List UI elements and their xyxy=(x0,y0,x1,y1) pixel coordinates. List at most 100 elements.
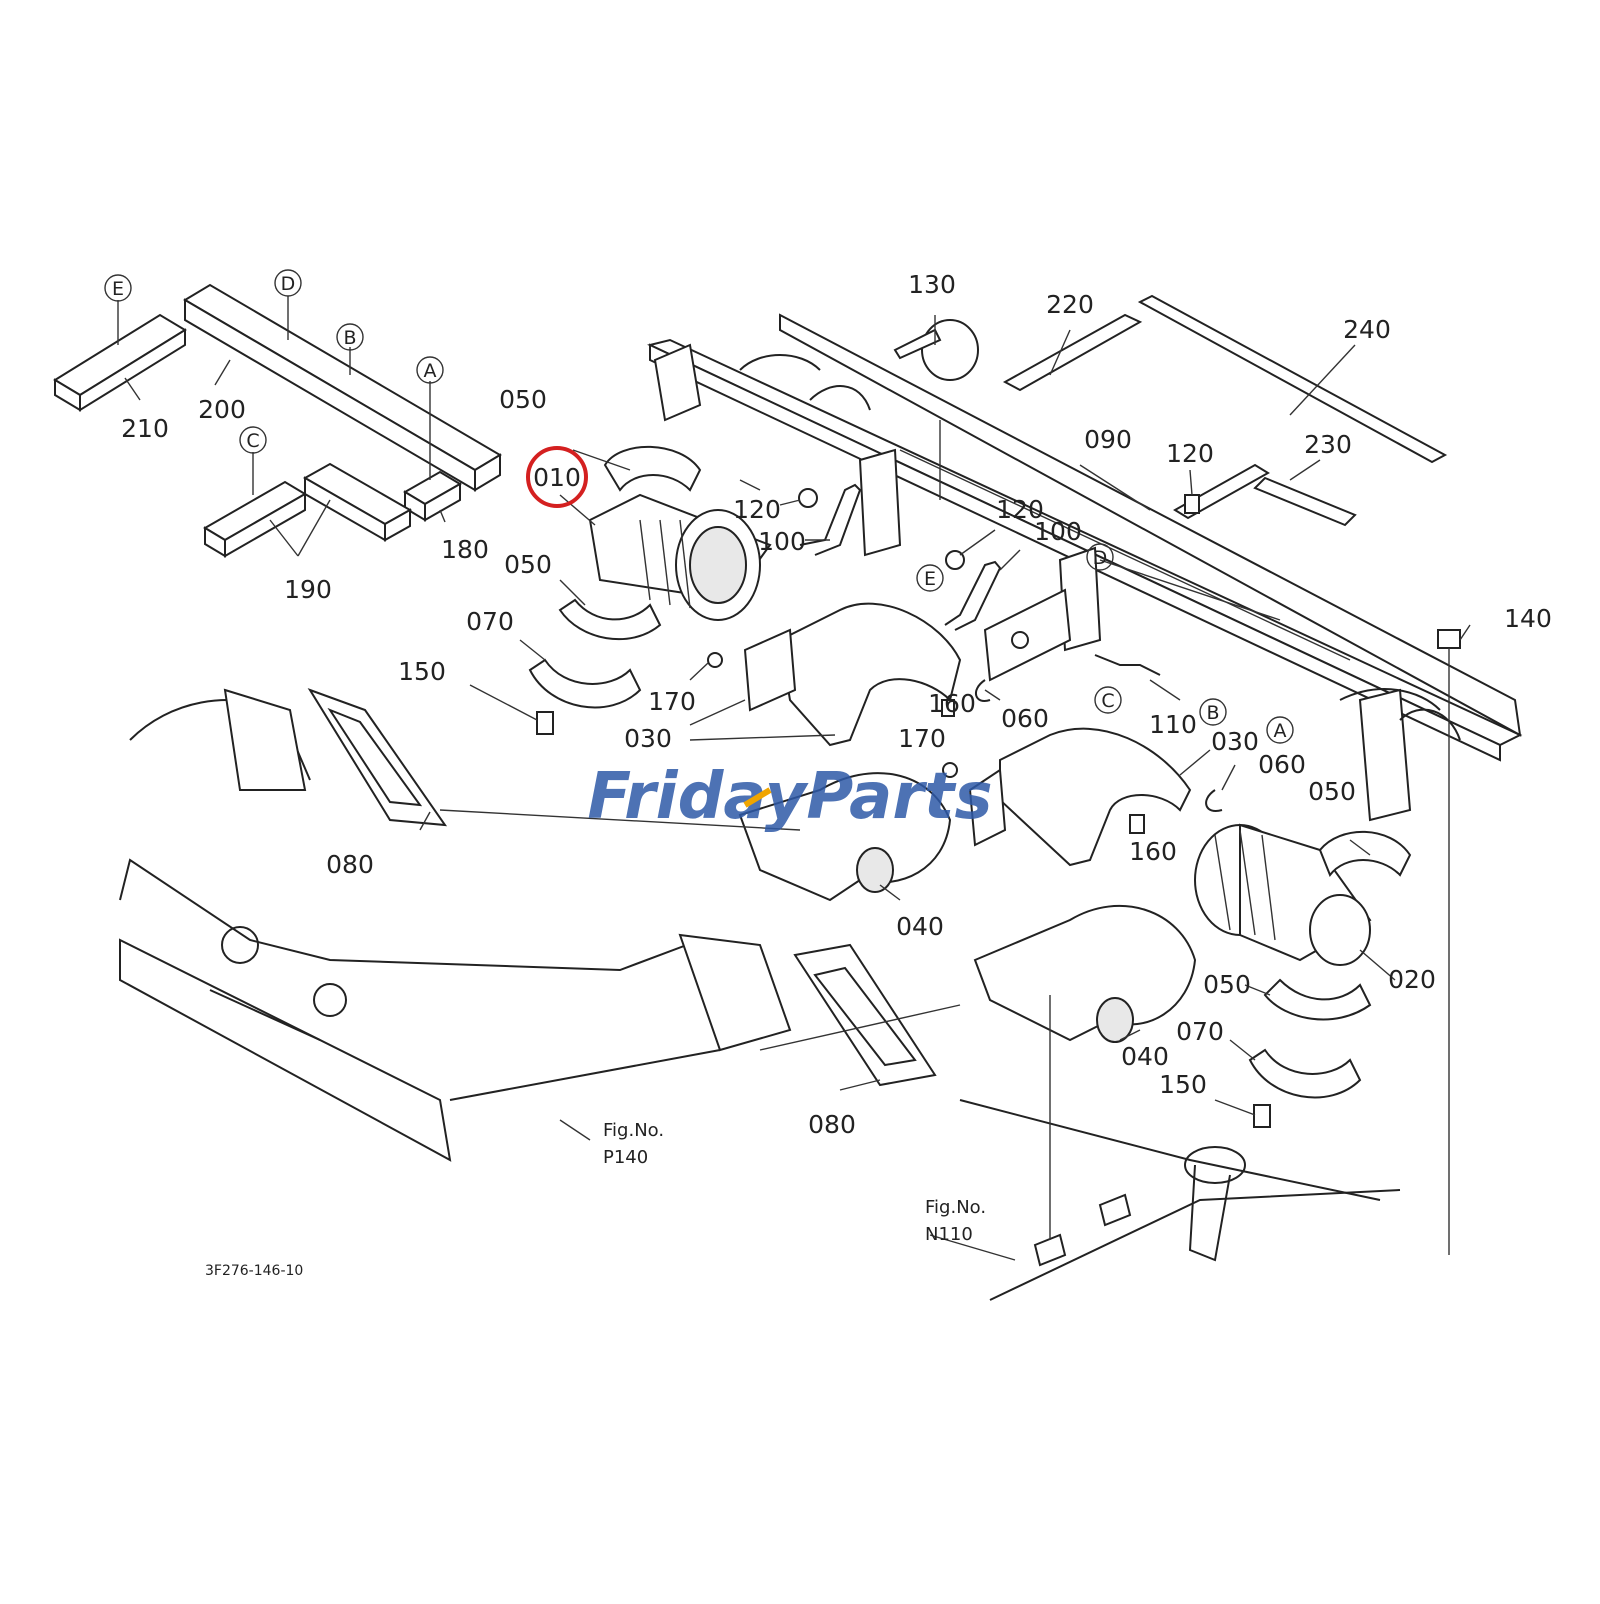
motor-plate xyxy=(983,588,1072,682)
part-number-060: 060 xyxy=(1258,750,1306,779)
part-number-010: 010 xyxy=(533,463,581,492)
clip-120a xyxy=(798,488,818,508)
part-number-050: 050 xyxy=(1308,777,1356,806)
part-number-120: 120 xyxy=(996,495,1044,524)
part-number-050: 050 xyxy=(499,385,547,414)
watermark-logo: FridayParts xyxy=(587,760,992,834)
part-number-060: 060 xyxy=(1001,704,1049,733)
holder-050b xyxy=(558,598,662,641)
callout-c-label: C xyxy=(246,430,259,452)
part-number-160: 160 xyxy=(1129,837,1177,866)
callout-c-1: C xyxy=(239,426,267,454)
callout-c-label: C xyxy=(1101,690,1114,712)
part-number-130: 130 xyxy=(908,270,956,299)
highlight-ring xyxy=(526,446,588,508)
blower-case-030b xyxy=(968,727,1192,867)
part-number-030: 030 xyxy=(1211,727,1259,756)
clip-060a xyxy=(975,679,991,702)
callout-c-2: C xyxy=(1094,686,1122,714)
part-number-110: 110 xyxy=(1149,710,1197,739)
part-number-150: 150 xyxy=(1159,1070,1207,1099)
callout-d-label: D xyxy=(281,273,296,295)
part-number-240: 240 xyxy=(1343,315,1391,344)
holder-050a xyxy=(603,445,702,492)
part-number-220: 220 xyxy=(1046,290,1094,319)
cab-frame-n110 xyxy=(959,1099,1401,1301)
part-number-030: 030 xyxy=(624,724,672,753)
figure-ref-title: Fig.No. xyxy=(603,1120,664,1141)
seal-strip-190b xyxy=(302,462,413,542)
figure-ref-number: N110 xyxy=(925,1224,973,1245)
blower-case-040b xyxy=(973,905,1197,1043)
part-number-140: 140 xyxy=(1504,604,1552,633)
part-number-070: 070 xyxy=(1176,1017,1224,1046)
highlighted-part-010: 010 xyxy=(526,446,588,508)
clip-060b xyxy=(1205,789,1223,812)
clip-120b xyxy=(945,550,965,570)
callout-e-2: E xyxy=(916,564,944,592)
figure-ref-title: Fig.No. xyxy=(925,1197,986,1218)
blower-motor-020 xyxy=(1194,823,1372,966)
gasket-080a xyxy=(307,688,448,827)
seal-strip-230 xyxy=(1173,463,1357,527)
clip-120c xyxy=(1184,494,1200,514)
blower-case-040a xyxy=(738,772,952,902)
drawing-code: 3F276-146-10 xyxy=(205,1263,303,1279)
callout-b-label: B xyxy=(343,327,356,349)
rubber-band-130 xyxy=(893,319,979,381)
callout-b-1: B xyxy=(336,323,364,351)
blower-motor-010 xyxy=(588,493,772,621)
seal-strip-220 xyxy=(1002,313,1143,392)
screw-170b xyxy=(942,762,958,778)
part-number-150: 150 xyxy=(398,657,446,686)
callout-e-1: E xyxy=(104,274,132,302)
figure-ref-p140: Fig.No. P140 xyxy=(603,1120,664,1168)
part-number-040: 040 xyxy=(1121,1042,1169,1071)
part-number-210: 210 xyxy=(121,414,169,443)
air-duct-p140 xyxy=(119,688,792,1162)
seal-strip-240 xyxy=(1137,294,1448,464)
callout-b-2: B xyxy=(1199,698,1227,726)
bracket-100b xyxy=(944,560,1002,631)
grommet-160a xyxy=(941,699,955,717)
callout-e-label: E xyxy=(924,568,936,590)
callout-d-2: D xyxy=(1086,543,1114,571)
figure-ref-number: P140 xyxy=(603,1147,648,1168)
seal-strip-200 xyxy=(183,283,502,492)
part-number-190: 190 xyxy=(284,575,332,604)
part-number-120: 120 xyxy=(1166,439,1214,468)
heater-frame xyxy=(647,313,1523,822)
part-number-090: 090 xyxy=(1084,425,1132,454)
bracket-110 xyxy=(1094,654,1161,676)
part-number-020: 020 xyxy=(1388,965,1436,994)
part-number-170: 170 xyxy=(648,687,696,716)
part-number-070: 070 xyxy=(466,607,514,636)
screw-170a xyxy=(707,652,723,668)
part-number-200: 200 xyxy=(198,395,246,424)
holder-050c xyxy=(1318,830,1412,878)
part-number-180: 180 xyxy=(441,535,489,564)
holder-050d xyxy=(1263,978,1372,1021)
callout-d-1: D xyxy=(274,269,302,297)
grommet-160b xyxy=(1129,814,1145,834)
leader-lines xyxy=(419,315,1471,1261)
part-number-050: 050 xyxy=(1203,970,1251,999)
part-number-100: 100 xyxy=(1034,517,1082,546)
holder-070a xyxy=(528,658,642,709)
callout-e-label: E xyxy=(112,278,124,300)
part-number-080: 080 xyxy=(326,850,374,879)
part-number-160: 160 xyxy=(928,689,976,718)
bolt-140 xyxy=(1437,629,1461,1255)
part-number-040: 040 xyxy=(896,912,944,941)
holder-070b xyxy=(1248,1048,1362,1099)
seal-strip-210 xyxy=(53,313,187,412)
figure-ref-n110: Fig.No. N110 xyxy=(925,1197,986,1245)
part-number-120: 120 xyxy=(733,495,781,524)
callout-a-label: A xyxy=(424,360,437,382)
screw-150b xyxy=(1253,1104,1271,1128)
seal-strip-180 xyxy=(403,470,462,522)
blower-case-030a xyxy=(743,602,962,747)
screw-150a xyxy=(536,711,554,735)
